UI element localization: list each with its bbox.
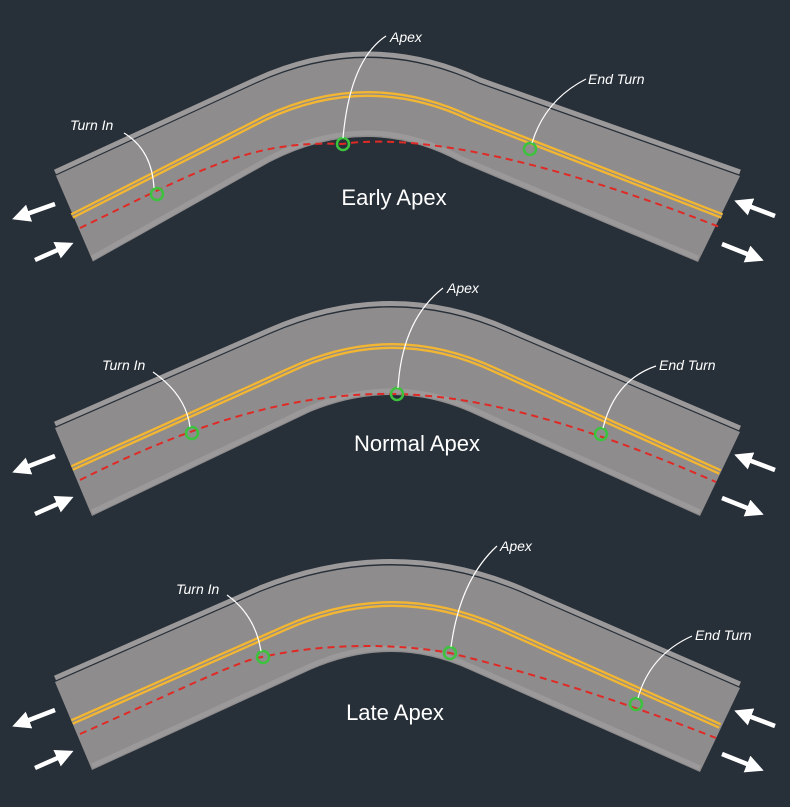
road	[53, 559, 741, 772]
arrow-left-icon	[734, 452, 776, 473]
apex-label: Apex	[389, 29, 423, 45]
turn-in-label: Turn In	[176, 581, 220, 597]
end-turn-label: End Turn	[588, 71, 645, 87]
panel-normal-apex: Turn In Apex End Turn Normal Apex	[12, 280, 776, 517]
arrow-right-icon	[721, 751, 764, 773]
turn-in-callout-line	[226, 594, 262, 652]
road	[53, 301, 741, 516]
apex-label: Apex	[446, 280, 480, 296]
road-surface	[55, 565, 740, 772]
apex-label: Apex	[499, 538, 533, 554]
racing-line	[79, 645, 717, 739]
panel-title: Normal Apex	[354, 431, 480, 456]
panel-title: Late Apex	[346, 700, 444, 725]
end-turn-marker	[628, 696, 644, 712]
end-turn-callout-line	[637, 635, 693, 699]
arrow-left-icon	[734, 198, 776, 219]
arrow-right-icon	[721, 495, 764, 517]
arrow-right-icon	[34, 749, 74, 771]
center-line-divider	[71, 603, 721, 727]
apex-marker	[389, 386, 405, 402]
apex-callout-line	[342, 35, 387, 139]
arrow-left-icon	[12, 707, 56, 729]
end-turn-callout-line	[531, 78, 587, 144]
end-turn-marker	[593, 426, 609, 442]
apex-marker	[442, 645, 458, 661]
end-turn-callout-line	[602, 365, 657, 429]
apex-callout-line	[450, 545, 498, 648]
turn-in-label: Turn In	[102, 357, 146, 373]
arrow-left-icon	[12, 201, 56, 222]
panel-title: Early Apex	[341, 185, 446, 210]
turn-in-marker	[149, 186, 165, 202]
road-surface	[55, 58, 740, 262]
center-line-divider	[71, 345, 721, 473]
arrow-left-icon	[734, 708, 776, 729]
racing-line	[79, 140, 723, 229]
end-turn-marker	[522, 141, 538, 157]
arrow-right-icon	[721, 241, 764, 263]
racing-line	[79, 392, 717, 483]
turn-in-marker	[255, 649, 271, 665]
panel-late-apex: Turn In Apex End Turn Late Apex	[12, 538, 776, 773]
arrow-right-icon	[34, 241, 74, 263]
arrow-right-icon	[34, 495, 74, 517]
end-turn-label: End Turn	[695, 627, 752, 643]
road-inner-edge	[90, 130, 699, 261]
road-end-left	[54, 175, 93, 263]
road-inner-edge	[90, 645, 702, 771]
arrow-left-icon	[12, 453, 56, 475]
road-surface	[55, 307, 740, 516]
apex-callout-line	[397, 287, 444, 389]
end-turn-label: End Turn	[659, 357, 716, 373]
turn-in-callout-line	[123, 132, 155, 189]
turn-in-label: Turn In	[70, 117, 114, 133]
panel-early-apex: Turn In Apex End Turn Early Apex	[12, 29, 776, 263]
center-line-divider	[71, 93, 723, 217]
turn-in-callout-line	[152, 371, 191, 428]
turn-in-marker	[184, 425, 200, 441]
road-outer-edge	[53, 301, 741, 431]
road-outer-edge	[53, 559, 741, 687]
